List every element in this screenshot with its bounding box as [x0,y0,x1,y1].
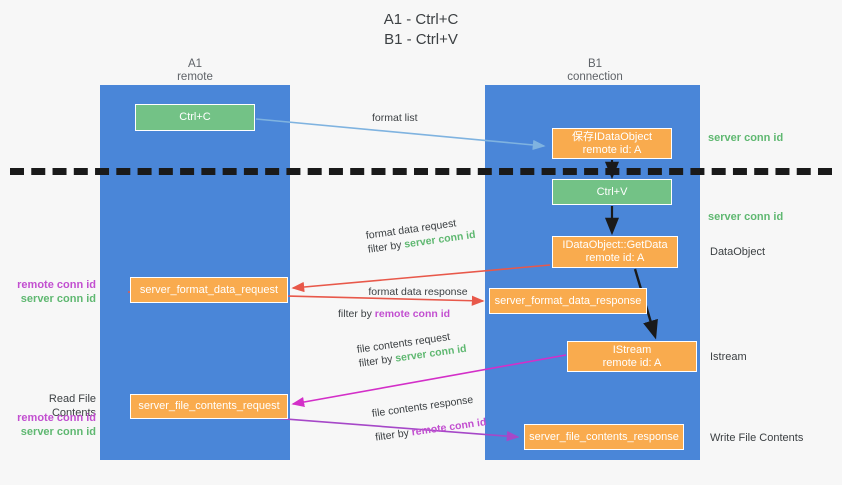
node-server-format-data-request-label: server_format_data_request [139,283,279,296]
edge-label-format-list-text: format list [372,112,418,124]
edge-label-format-data-response: format data response filter by remote co… [338,285,498,321]
node-ctrl-c-label: Ctrl+C [179,111,211,123]
node-server-file-contents-request-label: server_file_contents_request [138,400,280,412]
node-idataobject-line1: 保存IDataObject [571,130,653,143]
node-server-file-contents-response-label: server_file_contents_response [529,430,679,443]
column-a1-sub: remote [177,71,213,83]
node-server-format-data-response-label: server_format_data_response [494,294,642,307]
edge-label-format-data-request: format data request filter by server con… [365,214,476,257]
annotation-write-file-contents: Write File Contents [710,432,804,444]
annotation-dataobject: DataObject [710,246,766,258]
node-server-file-contents-request[interactable]: server_file_contents_request [130,394,288,419]
node-istream-line1: IStream [612,343,652,356]
title-line-2: B1 - Ctrl+V [384,31,458,48]
annotation-conn-ids-format: remote conn id server conn id [8,278,96,306]
edge-label-format-data-response-filter: filter by remote conn id [338,307,498,321]
node-getdata-line1: IDataObject::GetData [562,239,668,251]
node-ctrl-c[interactable]: Ctrl+C [135,104,255,131]
annotation-conn-ids-file: remote conn id server conn id [8,411,96,439]
page-title: A1 - Ctrl+C B1 - Ctrl+V [0,10,842,50]
annotation-server-conn-id: server conn id [20,293,96,305]
edge-label-file-contents-response: file contents response filter by remote … [371,391,487,444]
node-server-file-contents-response[interactable]: server_file_contents_response [524,424,684,450]
annotation-istream: Istream [710,351,747,363]
node-idataobject-getdata[interactable]: IDataObject::GetData remote id: A [552,236,678,268]
annotation-server-conn-id: server conn id [20,426,96,438]
node-istream[interactable]: IStream remote id: A [567,341,697,372]
annotation-read-file-contents: Read File Contents [48,393,96,419]
filter-prefix: filter by [338,308,375,320]
annotation-server-conn-id-mid: server conn id [708,211,784,223]
edge-label-file-contents-response-filter: filter by remote conn id [374,415,487,444]
filter-prefix: filter by [374,426,413,444]
node-ctrl-v-label: Ctrl+V [596,185,628,198]
annotation-server-conn-id-top: server conn id [708,132,784,144]
filter-key-remote-conn-id: remote conn id [410,416,488,439]
annotation-remote-conn-id: remote conn id [17,279,96,291]
title-line-1: A1 - Ctrl+C [383,11,459,28]
phase-divider [10,168,832,175]
node-server-format-data-request[interactable]: server_format_data_request [130,277,288,303]
node-server-format-data-response[interactable]: server_format_data_response [489,288,647,314]
edge-label-format-data-response-text: format data response [368,286,468,298]
column-b1-name: B1 [587,58,603,70]
node-idataobject[interactable]: 保存IDataObject remote id: A [552,128,672,159]
filter-prefix: filter by [358,352,397,370]
edge-label-format-list: format list [372,111,418,125]
node-istream-line2: remote id: A [602,356,662,369]
edge-label-file-contents-request: file contents request filter by server c… [356,328,467,371]
node-getdata-line2: remote id: A [585,252,645,264]
column-header-a1: A1 remote [130,58,260,84]
edge-label-file-contents-response-text: file contents response [371,393,474,420]
node-idataobject-line2: remote id: A [582,143,642,156]
node-ctrl-v[interactable]: Ctrl+V [552,179,672,205]
column-a1-name: A1 [187,58,203,70]
filter-prefix: filter by [367,238,406,256]
annotation-remote-conn-id: remote conn id [17,412,96,424]
column-header-b1: B1 connection [530,58,660,84]
filter-key-remote-conn-id: remote conn id [374,308,451,320]
column-b1-sub: connection [567,71,623,83]
